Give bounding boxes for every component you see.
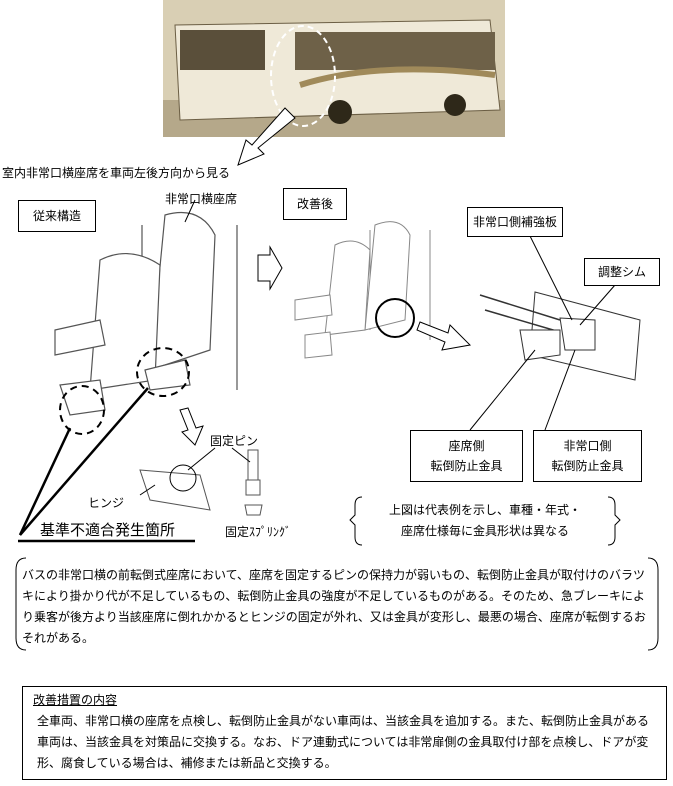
- view-arrow: [237, 107, 296, 166]
- nonconformity-label: 基準不適合発生箇所: [40, 521, 176, 539]
- after-seat-drawing: [294, 221, 431, 359]
- shim-label: 調整シム: [584, 258, 660, 286]
- exit-side-bracket-line2: 転倒防止金具: [551, 459, 624, 473]
- note-line2: 座席仕様毎に金具形状は異なる: [400, 524, 569, 538]
- note: 上図は代表例を示し、車種・年式・ 座席仕様毎に金具形状は異なる: [365, 500, 605, 542]
- photo-caption: 室内非常口横座席を車両左後方向から見る: [2, 166, 231, 180]
- after-label: 改善後: [283, 188, 347, 220]
- pin-label: 固定ピン: [210, 434, 259, 448]
- defect-description: バスの非常口横の前転倒式座席において、座席を固定するピンの保持力が弱いもの、転倒…: [22, 568, 646, 645]
- spring-label: 固定ｽﾌﾟﾘﾝｸﾞ: [225, 525, 292, 539]
- note-line1: 上図は代表例を示し、車種・年式・: [388, 503, 581, 517]
- seat-label: 非常口横座席: [165, 192, 238, 206]
- seat-side-bracket-line1: 座席側: [448, 439, 485, 453]
- exit-side-bracket-line1: 非常口側: [563, 439, 612, 453]
- seat-side-bracket-line2: 転倒防止金具: [430, 459, 503, 473]
- before-seat-drawing: [54, 211, 238, 416]
- bracket-detail-drawing: [479, 291, 641, 381]
- pin-detail-drawing: [139, 449, 263, 516]
- reinforcement-label: 非常口側補強板: [467, 207, 563, 237]
- improvement-box: 改善措置の内容 全車両、非常口横の座席を点検し、転倒防止金具がない車両は、当該金…: [22, 686, 667, 780]
- hinge-label: ヒンジ: [88, 496, 125, 510]
- seat-side-bracket-label: 座席側 転倒防止金具: [410, 430, 523, 482]
- bus-photo: [163, 0, 505, 137]
- exit-side-bracket-label: 非常口側 転倒防止金具: [533, 430, 642, 482]
- before-label: 従来構造: [18, 200, 96, 232]
- improvement-body: 全車両、非常口横の座席を点検し、転倒防止金具がない車両は、当該金具を追加する。ま…: [37, 714, 650, 770]
- improvement-title: 改善措置の内容: [33, 693, 118, 707]
